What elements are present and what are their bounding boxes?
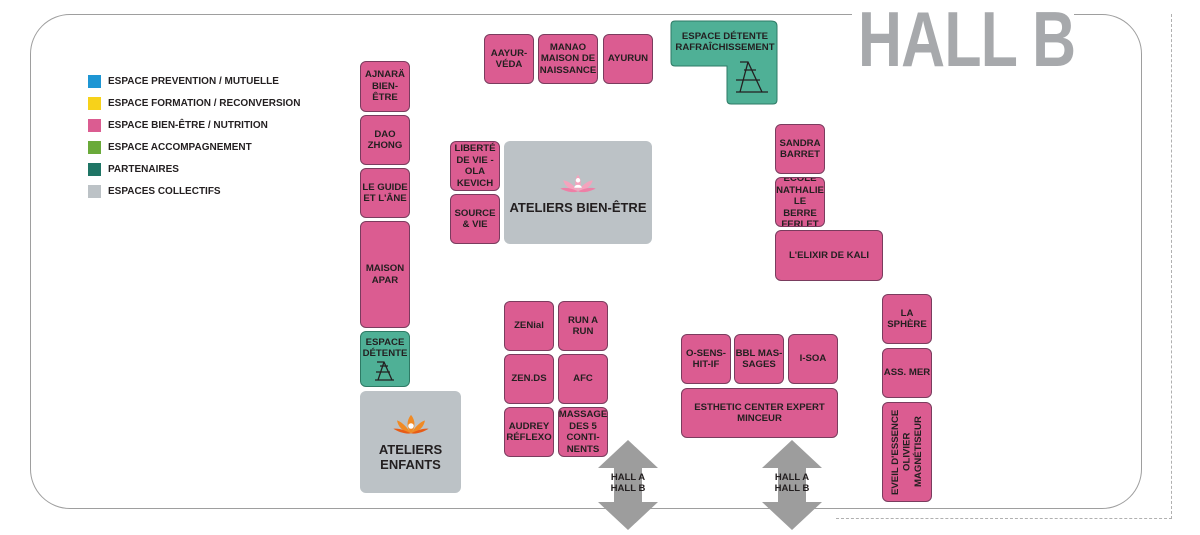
ateliers-enfants[interactable]: ATELIERS ENFANTS bbox=[360, 391, 461, 493]
stand-esthetic-center[interactable]: ESTHETIC CENTER EXPERT MINCEUR bbox=[681, 388, 838, 438]
stand-label: O-SENS-HIT-IF bbox=[686, 347, 726, 371]
legend-label: PARTENAIRES bbox=[108, 163, 179, 175]
stand-dao-zhong[interactable]: DAO ZHONG bbox=[360, 115, 410, 165]
legend-item: ESPACE ACCOMPAGNEMENT bbox=[88, 136, 300, 158]
stand-ecole[interactable]: ÉCOLE NATHALIE LE BERRE FERLET bbox=[775, 177, 825, 227]
legend-swatch bbox=[88, 184, 101, 198]
atelier-label: ATELIERS ENFANTS bbox=[378, 441, 443, 472]
stand-zenial[interactable]: ZENial bbox=[504, 301, 554, 351]
hall-boundary-dashed-vertical bbox=[1171, 14, 1172, 519]
stand-label: LE GUIDE ET L'ÂNE bbox=[362, 181, 408, 205]
stand-label: ZEN.DS bbox=[511, 373, 547, 385]
ateliers-bien-etre[interactable]: ATELIERS BIEN-ÊTRE bbox=[504, 141, 652, 244]
stand-label: MANAO MAISON DE NAISSANCE bbox=[539, 41, 597, 76]
stand-label: MAISON APAR bbox=[365, 263, 405, 286]
lotus-meditation-icon bbox=[560, 174, 596, 192]
stand-label: AJNARÄ BIEN-ÊTRE bbox=[365, 69, 405, 104]
stand-eveil-d-essence[interactable]: EVEIL D'ESSENCE OLIVIER MAGNÉTISEUR bbox=[882, 402, 932, 502]
stand-i-soa[interactable]: I-SOA bbox=[788, 334, 838, 384]
stand-label: L'ELIXIR DE KALI bbox=[788, 249, 870, 261]
legend-swatch bbox=[88, 74, 101, 88]
stand-massage[interactable]: MASSAGE DES 5 CONTI-NENTS bbox=[558, 407, 608, 457]
lotus-icon bbox=[392, 414, 429, 434]
stand-label: ASS. MER bbox=[883, 367, 931, 379]
stand-label: AYURUN bbox=[607, 53, 649, 65]
legend-item: ESPACE PREVENTION / MUTUELLE bbox=[88, 70, 300, 92]
legend: ESPACE PREVENTION / MUTUELLE ESPACE FORM… bbox=[88, 70, 300, 202]
stand-la-sphere[interactable]: LA SPHÈRE bbox=[882, 294, 932, 344]
legend-item: PARTENAIRES bbox=[88, 158, 300, 180]
stand-bbl[interactable]: BBL MAS-SAGES bbox=[734, 334, 784, 384]
stand-label: ÉCOLE NATHALIE LE BERRE FERLET bbox=[776, 177, 824, 227]
stand-label: ESPACE DÉTENTE RAFRAÎCHISSEMENT bbox=[675, 30, 775, 54]
hall-title: HALL B bbox=[858, 0, 1076, 83]
stand-label: BBL MAS-SAGES bbox=[735, 347, 783, 371]
stand-elixir[interactable]: L'ELIXIR DE KALI bbox=[775, 230, 883, 281]
espace-detente-top-shape bbox=[670, 20, 778, 105]
legend-label: ESPACE ACCOMPAGNEMENT bbox=[108, 141, 252, 153]
legend-item: ESPACE BIEN-ÊTRE / NUTRITION bbox=[88, 114, 300, 136]
atelier-label: ATELIERS BIEN-ÊTRE bbox=[509, 199, 647, 215]
stand-label: LIBERTÉ DE VIE - OLA KEVICH bbox=[454, 143, 496, 189]
double-arrow-icon bbox=[762, 440, 822, 530]
stand-espace-detente-top[interactable]: ESPACE DÉTENTE RAFRAÎCHISSEMENT bbox=[671, 22, 779, 62]
legend-label: ESPACE PREVENTION / MUTUELLE bbox=[108, 75, 279, 87]
stand-run-a-run[interactable]: RUN A RUN bbox=[558, 301, 608, 351]
stand-label: LA SPHÈRE bbox=[887, 307, 927, 331]
legend-swatch bbox=[88, 162, 101, 176]
title-backdrop bbox=[852, 0, 1074, 86]
stand-label: MASSAGE DES 5 CONTI-NENTS bbox=[558, 409, 608, 455]
stand-aayur-veda[interactable]: AAYUR-VÉDA bbox=[484, 34, 534, 84]
stand-label: ESTHETIC CENTER EXPERT MINCEUR bbox=[694, 401, 825, 425]
stand-label: AUDREY RÉFLEXO bbox=[506, 420, 552, 444]
legend-swatch bbox=[88, 118, 101, 132]
double-arrow-icon bbox=[598, 440, 658, 530]
stand-sandra-barret[interactable]: SANDRA BARRET bbox=[775, 124, 825, 174]
hall-boundary-dashed-horizontal bbox=[836, 518, 1172, 519]
stand-label: DAO ZHONG bbox=[367, 128, 403, 152]
stand-ayurun[interactable]: AYURUN bbox=[603, 34, 653, 84]
stand-le-guide[interactable]: LE GUIDE ET L'ÂNE bbox=[360, 168, 410, 218]
legend-swatch bbox=[88, 96, 101, 110]
legend-item: ESPACES COLLECTIFS bbox=[88, 180, 300, 202]
legend-label: ESPACES COLLECTIFS bbox=[108, 185, 221, 197]
stand-label: AAYUR-VÉDA bbox=[490, 47, 528, 71]
stand-audrey[interactable]: AUDREY RÉFLEXO bbox=[504, 407, 554, 457]
passage-arrow-right[interactable]: HALL A HALL B bbox=[762, 440, 822, 530]
stand-ajnara[interactable]: AJNARÄ BIEN-ÊTRE bbox=[360, 61, 410, 112]
stand-label: EVEIL D'ESSENCE OLIVIER MAGNÉTISEUR bbox=[889, 409, 924, 495]
stand-label: ESPACE DÉTENTE bbox=[362, 336, 408, 360]
stand-label: I-SOA bbox=[799, 353, 827, 365]
stand-source-vie[interactable]: SOURCE & VIE bbox=[450, 194, 500, 244]
stand-label: SANDRA BARRET bbox=[779, 137, 821, 161]
passage-arrow-left[interactable]: HALL A HALL B bbox=[598, 440, 658, 530]
stand-afc[interactable]: AFC bbox=[558, 354, 608, 404]
legend-label: ESPACE BIEN-ÊTRE / NUTRITION bbox=[108, 119, 268, 131]
deck-chair-icon bbox=[375, 360, 394, 381]
stand-label: AFC bbox=[573, 373, 593, 385]
legend-item: ESPACE FORMATION / RECONVERSION bbox=[88, 92, 300, 114]
passage-label: HALL A HALL B bbox=[610, 472, 646, 494]
stand-zen-ds[interactable]: ZEN.DS bbox=[504, 354, 554, 404]
legend-label: ESPACE FORMATION / RECONVERSION bbox=[108, 97, 301, 109]
stand-maison-apar[interactable]: MAISON APAR bbox=[360, 221, 410, 328]
deck-chair-icon bbox=[736, 61, 768, 93]
stand-label: RUN A RUN bbox=[567, 314, 599, 338]
stand-label: ZENial bbox=[514, 320, 544, 332]
stand-label: SOURCE & VIE bbox=[454, 207, 496, 231]
stand-ass-mer[interactable]: ASS. MER bbox=[882, 348, 932, 398]
stand-o-sens[interactable]: O-SENS-HIT-IF bbox=[681, 334, 731, 384]
stand-espace-detente-left[interactable]: ESPACE DÉTENTE bbox=[360, 331, 410, 387]
legend-swatch bbox=[88, 140, 101, 154]
stand-liberte[interactable]: LIBERTÉ DE VIE - OLA KEVICH bbox=[450, 141, 500, 191]
stand-manao[interactable]: MANAO MAISON DE NAISSANCE bbox=[538, 34, 598, 84]
passage-label: HALL A HALL B bbox=[774, 472, 810, 494]
